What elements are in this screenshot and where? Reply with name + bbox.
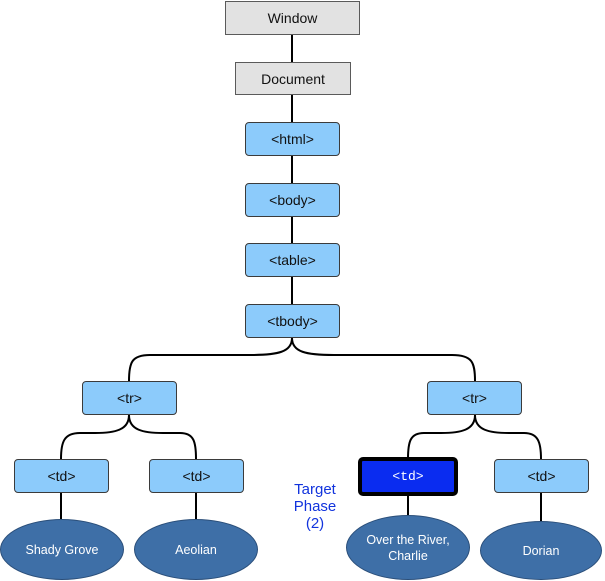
target-phase-label: Target Phase (2)	[293, 481, 337, 532]
leaf-shady-grove: Shady Grove	[0, 519, 124, 580]
td-node-4: <td>	[494, 459, 589, 493]
document-node: Document	[235, 62, 351, 95]
tr-right-node: <tr>	[427, 381, 522, 415]
connector-tr-left-td-1	[60, 414, 130, 460]
leaf-aeolian: Aeolian	[134, 519, 258, 580]
connector-tr-right-td-4	[474, 414, 542, 460]
tbody-node: <tbody>	[245, 304, 340, 338]
connector-tr-right-td-target	[407, 414, 476, 460]
connector-tbody-tr-left	[128, 337, 293, 382]
connector-tbody-tr-right	[291, 337, 476, 382]
td-target-node: <td>	[358, 457, 458, 496]
td-node-2: <td>	[149, 459, 244, 493]
leaf-over-the-river-charlie: Over the River, Charlie	[346, 515, 470, 580]
connector-tr-left-td-2	[128, 414, 197, 460]
html-node: <html>	[245, 122, 340, 156]
td-node-1: <td>	[14, 459, 109, 493]
leaf-dorian: Dorian	[480, 521, 602, 580]
window-node: Window	[225, 1, 360, 35]
tr-left-node: <tr>	[82, 381, 177, 415]
body-node: <body>	[245, 183, 340, 217]
table-node: <table>	[245, 243, 340, 277]
